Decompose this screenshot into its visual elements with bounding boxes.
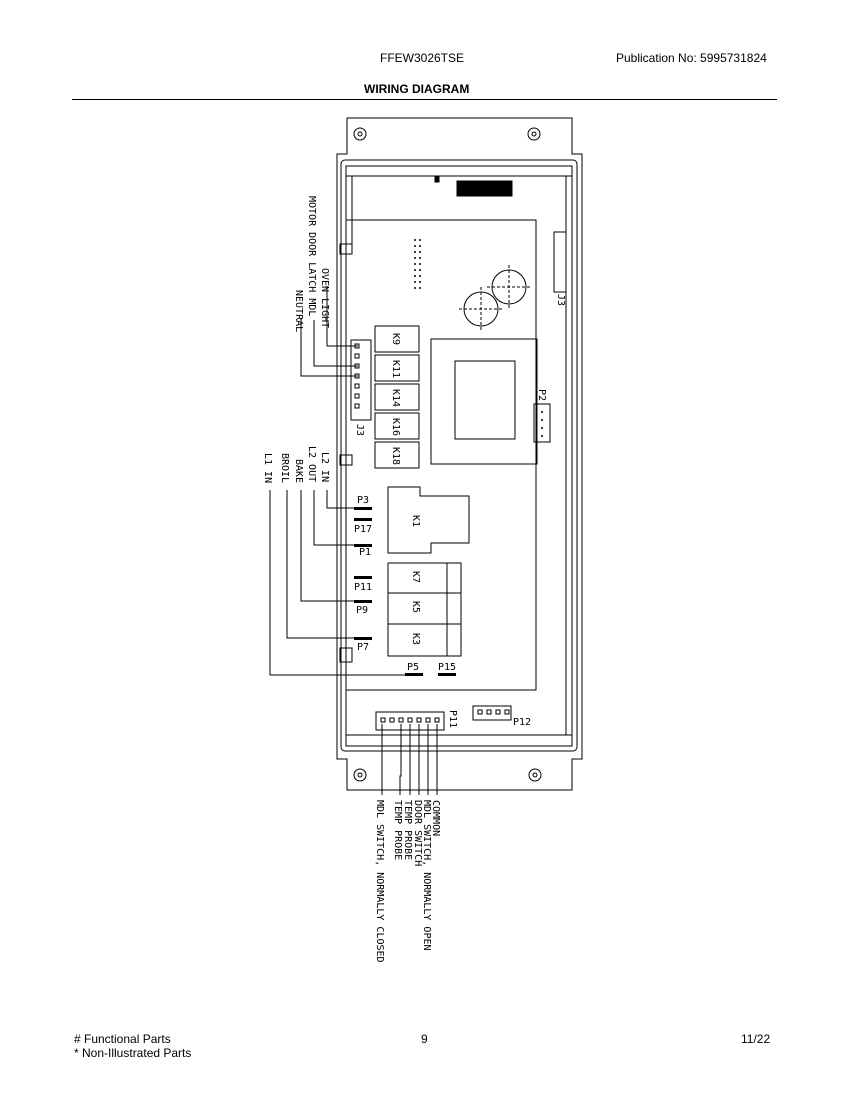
connector-p12: [472, 705, 512, 721]
label-mdl-switch-no: MDL SWITCH, NORMALLY OPEN: [421, 800, 432, 951]
wires-bottom: [381, 724, 438, 795]
wires-power: [269, 490, 406, 676]
ic-dots: [414, 239, 421, 289]
relay-label-k18: K18: [390, 447, 401, 465]
label-l2-out: L2 OUT: [306, 446, 317, 482]
display-window: [454, 360, 516, 440]
relay-label-k5: K5: [410, 601, 421, 613]
connector-label-p11: P11: [354, 582, 372, 593]
connector-label-p17: P17: [354, 524, 372, 535]
label-motor-door-latch: MOTOR DOOR LATCH MDL: [306, 196, 317, 316]
connector-label-p3: P3: [357, 495, 369, 506]
connector-j3-left: [350, 339, 372, 421]
connector-label-j3-right: J3: [555, 294, 566, 306]
relay-label-k16: K16: [390, 418, 401, 436]
page-title: WIRING DIAGRAM: [364, 82, 470, 96]
board-frame-inner: [345, 165, 573, 747]
relay-label-k7: K7: [410, 571, 421, 583]
mounting-hole-bottom-left: [353, 768, 367, 782]
relay-k14: [374, 383, 420, 411]
publication-date: 11/22: [741, 1032, 771, 1046]
relay-k9: [374, 325, 420, 353]
label-l2-in: L2 IN: [319, 452, 330, 482]
wires-j3: [300, 286, 358, 377]
mounting-bracket: [336, 117, 583, 791]
label-broil: BROIL: [279, 453, 290, 483]
connector-label-p5: P5: [407, 662, 419, 673]
footer-functional-parts: # Functional Parts: [74, 1032, 171, 1046]
relay-k5: [387, 592, 462, 625]
connector-label-p7: P7: [357, 642, 369, 653]
connector-label-p15: P15: [438, 662, 456, 673]
connector-p2: [533, 403, 551, 443]
label-temp-probe-1: TEMP PROBE: [392, 800, 403, 860]
relay-k16: [374, 412, 420, 440]
label-bake: BAKE: [293, 459, 304, 483]
display-module: [430, 338, 538, 465]
relay-k7: [387, 562, 462, 594]
capacitor-1: [487, 265, 531, 309]
label-l1-in: L1 IN: [262, 453, 273, 483]
relay-label-k14: K14: [390, 389, 401, 407]
label-temp-probe-2: TEMP PROBE: [402, 800, 413, 860]
label-mdl-switch-nc: MDL SWITCH, NORMALLY CLOSED: [374, 800, 385, 963]
relay-k18: [374, 441, 420, 469]
capacitor-2: [459, 287, 503, 331]
connector-label-p12: P12: [513, 717, 531, 728]
connector-label-p9: P9: [356, 605, 368, 616]
publication-number: Publication No: 5995731824: [616, 51, 767, 65]
connector-j3-right: [553, 231, 567, 293]
mounting-hole-bottom-right: [528, 768, 542, 782]
connector-label-p1: P1: [359, 547, 371, 558]
board-frame: [340, 159, 578, 752]
label-door-switch: DOOR SWITCH: [412, 800, 423, 866]
connector-label-p11-bottom: P11: [447, 710, 458, 728]
relay-k3: [387, 623, 462, 657]
spade-terminals: [354, 507, 456, 676]
mounting-hole-top-left: [353, 127, 367, 141]
relay-label-k9: K9: [390, 333, 401, 345]
label-neutral: NEUTRAL: [293, 290, 304, 332]
page-number: 9: [421, 1032, 428, 1046]
footer-non-illustrated-parts: * Non-Illustrated Parts: [74, 1046, 192, 1060]
relay-label-k3: K3: [410, 633, 421, 645]
mounting-hole-top-right: [527, 127, 541, 141]
relay-k1: [387, 486, 470, 554]
label-common: COMMON: [430, 800, 441, 836]
label-oven-light: OVEN LIGHT: [319, 268, 330, 328]
connector-label-j3-left: J3: [354, 424, 365, 436]
header-rule: [72, 99, 777, 100]
relay-label-k1: K1: [410, 515, 421, 527]
relay-k11: [374, 354, 420, 382]
connector-label-p2: P2: [536, 389, 547, 401]
model-number: FFEW3026TSE: [380, 51, 465, 65]
relay-label-k11: K11: [390, 360, 401, 378]
